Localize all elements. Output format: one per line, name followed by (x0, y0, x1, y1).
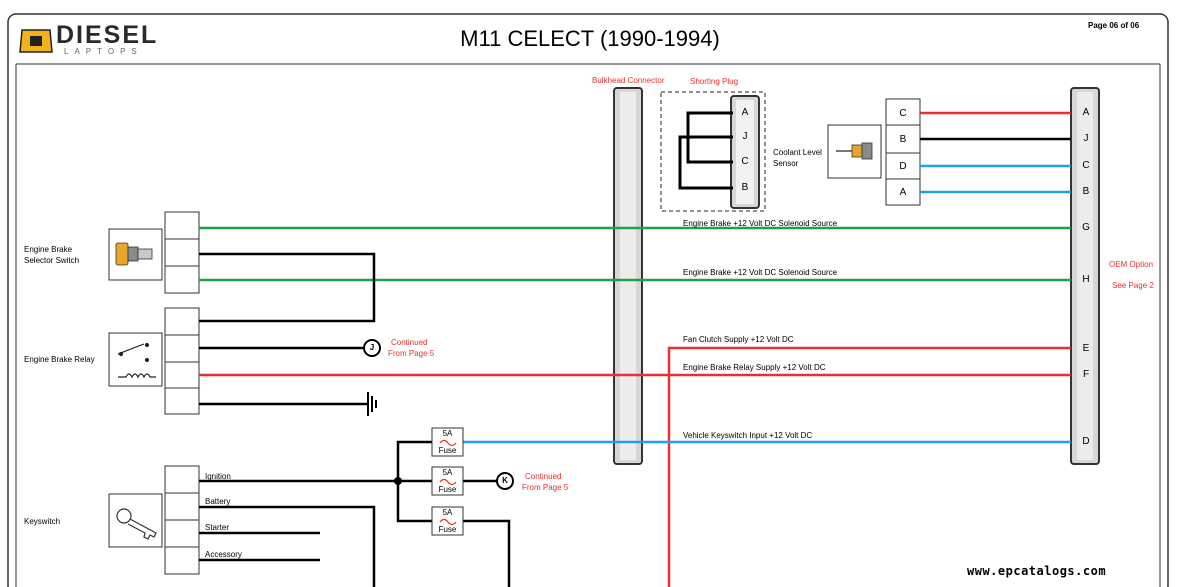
ground-icon (367, 392, 377, 416)
keyswitch-terminal: Accessory (205, 550, 242, 559)
ref-k-continued: Continued (525, 472, 562, 481)
shorting-pin: A (741, 107, 749, 118)
keyswitch-terminal: Starter (205, 523, 230, 532)
oem-see-page: See Page 2 (1112, 281, 1154, 290)
keyswitch-terminal: Battery (205, 497, 231, 506)
keyswitch-label: Keyswitch (24, 517, 61, 526)
fuse-amp: 5A (442, 429, 453, 438)
oem-pin: C (1082, 160, 1090, 171)
keyswitch-terminal: Ignition (205, 472, 231, 481)
keyswitch-box (108, 493, 163, 548)
coolant-sensor-label: Coolant Level Sensor (773, 148, 822, 168)
keyswitch-connector (164, 465, 200, 575)
key-icon (116, 508, 157, 540)
selector-switch-icon (115, 242, 153, 266)
footer-url: www.epcatalogs.com (967, 564, 1107, 578)
coolant-sensor-icon (836, 142, 873, 160)
relay-connector (164, 307, 200, 415)
ref-j-letter: J (369, 343, 375, 352)
fuse-symbols (431, 427, 464, 536)
ref-circle-k (496, 472, 514, 490)
shorting-plug-outline (660, 91, 766, 212)
fuse-amp: 5A (442, 468, 453, 477)
selector-switch-label: Engine Brake Selector Switch (24, 245, 80, 265)
page-number: Page 06 of 06 (1088, 21, 1140, 30)
ref-circle-j (363, 339, 381, 357)
relay-icon (117, 342, 156, 379)
oem-pin: E (1082, 343, 1090, 354)
ref-k-letter: K (502, 476, 508, 485)
splice-node (394, 477, 402, 485)
ref-j-from: From Page 5 (388, 349, 435, 358)
signal-label: Engine Brake Relay Supply +12 Volt DC (683, 363, 826, 372)
coolant-pin: C (899, 108, 907, 119)
ref-k-from: From Page 5 (522, 483, 569, 492)
shorting-pin: C (741, 156, 749, 167)
oem-pin: J (1083, 133, 1089, 144)
logo-text: DIESEL (56, 21, 159, 49)
coolant-pin: D (899, 161, 907, 172)
coolant-connector (885, 98, 921, 206)
oem-pin: F (1082, 369, 1090, 380)
oem-option-label: OEM Option (1109, 260, 1154, 269)
bulkhead-label: Bulkhead Connector (592, 76, 665, 85)
relay-label: Engine Brake Relay (24, 355, 95, 364)
oem-pin: H (1082, 274, 1090, 285)
page-title: M11 CELECT (1990-1994) (460, 26, 720, 51)
fuse-label: Fuse (438, 525, 457, 534)
shorting-plug-label: Shorting Plug (690, 77, 739, 86)
ref-j-continued: Continued (391, 338, 428, 347)
fuse-label: Fuse (438, 485, 457, 494)
fuse-amp: 5A (442, 508, 453, 517)
oem-pin: A (1082, 107, 1090, 118)
logo-icon (19, 29, 53, 53)
shorting-pin: J (742, 131, 748, 142)
signal-label: Engine Brake +12 Volt DC Solenoid Source (683, 268, 838, 277)
signal-label: Engine Brake +12 Volt DC Solenoid Source (683, 219, 838, 228)
fuse-label: Fuse (438, 446, 457, 455)
signal-label: Vehicle Keyswitch Input +12 Volt DC (683, 431, 813, 440)
selector-connector (164, 211, 200, 294)
shorting-jumpers (678, 111, 733, 190)
wires (199, 111, 1071, 587)
logo-subtext: LAPTOPS (64, 47, 143, 56)
shorting-pin: B (741, 182, 749, 193)
coolant-pin: A (899, 187, 907, 198)
signal-label: Fan Clutch Supply +12 Volt DC (683, 335, 794, 344)
oem-pin: D (1082, 436, 1090, 447)
oem-pin: G (1082, 222, 1090, 233)
oem-pin: B (1082, 186, 1090, 197)
relay-box (108, 332, 163, 387)
coolant-pin: B (899, 134, 907, 145)
outer-frame (7, 13, 1169, 587)
